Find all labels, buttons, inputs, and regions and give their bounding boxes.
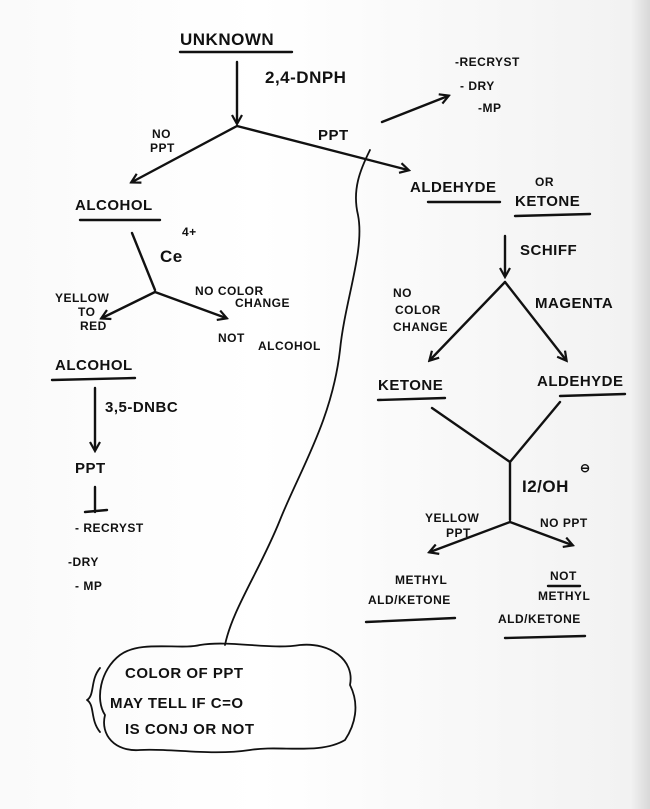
speech-bubble: [99, 642, 357, 754]
arrow-ce: [130, 231, 157, 292]
carbonyl-title: ALDEHYDE: [410, 179, 497, 196]
dnbc-label: 3,5-DNBC: [105, 399, 178, 416]
yellow-ppt: PPT: [446, 526, 471, 540]
callout-pointer: [224, 149, 371, 646]
no-ppt-iodo: NO PPT: [540, 516, 588, 530]
alcohol-ppt: PPT: [75, 460, 106, 477]
methyl-result: ALD/KETONE: [368, 593, 451, 607]
iodoform-charge: ⊖: [580, 461, 591, 475]
ketone-underline: [376, 396, 447, 402]
yellow-to-red: YELLOW: [55, 291, 110, 305]
alcohol-step: - MP: [75, 579, 102, 593]
ppt-step: - DRY: [460, 79, 495, 93]
alcohol-title: ALCOHOL: [75, 197, 153, 214]
alcohol-confirmed: ALCOHOL: [55, 357, 133, 374]
ppt-step: -MP: [478, 101, 502, 115]
iodoform-reagent: I2/OH: [522, 477, 569, 496]
methyl-result: METHYL: [395, 573, 447, 587]
arrow-alcohol-ppt: [83, 485, 109, 514]
schiff-label: SCHIFF: [520, 242, 577, 259]
carbonyl-title: KETONE: [515, 193, 580, 210]
ppt-label: PPT: [318, 127, 349, 144]
not-methyl-result: ALD/KETONE: [498, 612, 581, 626]
arrow-recryst: [380, 96, 448, 124]
not-alcohol: NOT: [218, 331, 245, 345]
no-color-change: CHANGE: [235, 296, 290, 310]
alcohol-step: - RECRYST: [75, 521, 144, 535]
arrow-aldehyde: [503, 280, 566, 360]
not-alcohol: ALCOHOL: [258, 339, 321, 353]
unknown-label: UNKNOWN: [180, 30, 274, 49]
ketone-label: KETONE: [378, 377, 443, 394]
yellow-to-red: TO: [78, 305, 95, 319]
yellow-ppt: YELLOW: [425, 511, 480, 525]
schiff-negative: NO: [393, 286, 412, 300]
not-methyl-result: NOT: [550, 569, 577, 583]
arrow-no-color: [153, 290, 226, 318]
brace: [86, 667, 101, 733]
note-line: MAY TELL IF C=O: [110, 695, 244, 712]
note-line: IS CONJ OR NOT: [125, 721, 255, 738]
not-methyl-result: METHYL: [538, 589, 590, 603]
carbonyl-underline: [513, 212, 592, 218]
yellow-to-red: RED: [80, 319, 107, 333]
no-ppt-label: PPT: [150, 141, 175, 155]
arrow-no-ppt: [132, 124, 239, 182]
note-line: COLOR OF PPT: [125, 665, 244, 682]
not-methyl-underline: [503, 634, 587, 640]
aldehyde-label: ALDEHYDE: [537, 373, 624, 390]
arrow-yellow-ppt: [430, 520, 512, 552]
arrow-ketone: [430, 280, 507, 360]
arrow-ppt: [235, 124, 408, 170]
no-color-change: NO COLOR: [195, 284, 264, 298]
ppt-step: -RECRYST: [455, 55, 520, 69]
carbonyl-title: OR: [535, 175, 554, 189]
aldehyde-underline: [558, 392, 627, 398]
dnph-label: 2,4-DNPH: [265, 68, 346, 87]
arrow-no-ppt-iodo: [508, 520, 572, 545]
ce-charge: 4+: [182, 225, 197, 239]
merge-lines: [430, 400, 562, 522]
no-ppt-label: NO: [152, 127, 171, 141]
magenta-label: MAGENTA: [535, 295, 613, 312]
arrow-yellow: [102, 290, 157, 318]
alcohol-confirmed-underline: [50, 376, 137, 382]
alcohol-step: -DRY: [68, 555, 99, 569]
schiff-negative: CHANGE: [393, 320, 448, 334]
ce-reagent: Ce: [160, 247, 183, 266]
methyl-underline: [364, 616, 457, 624]
schiff-negative: COLOR: [395, 303, 441, 317]
